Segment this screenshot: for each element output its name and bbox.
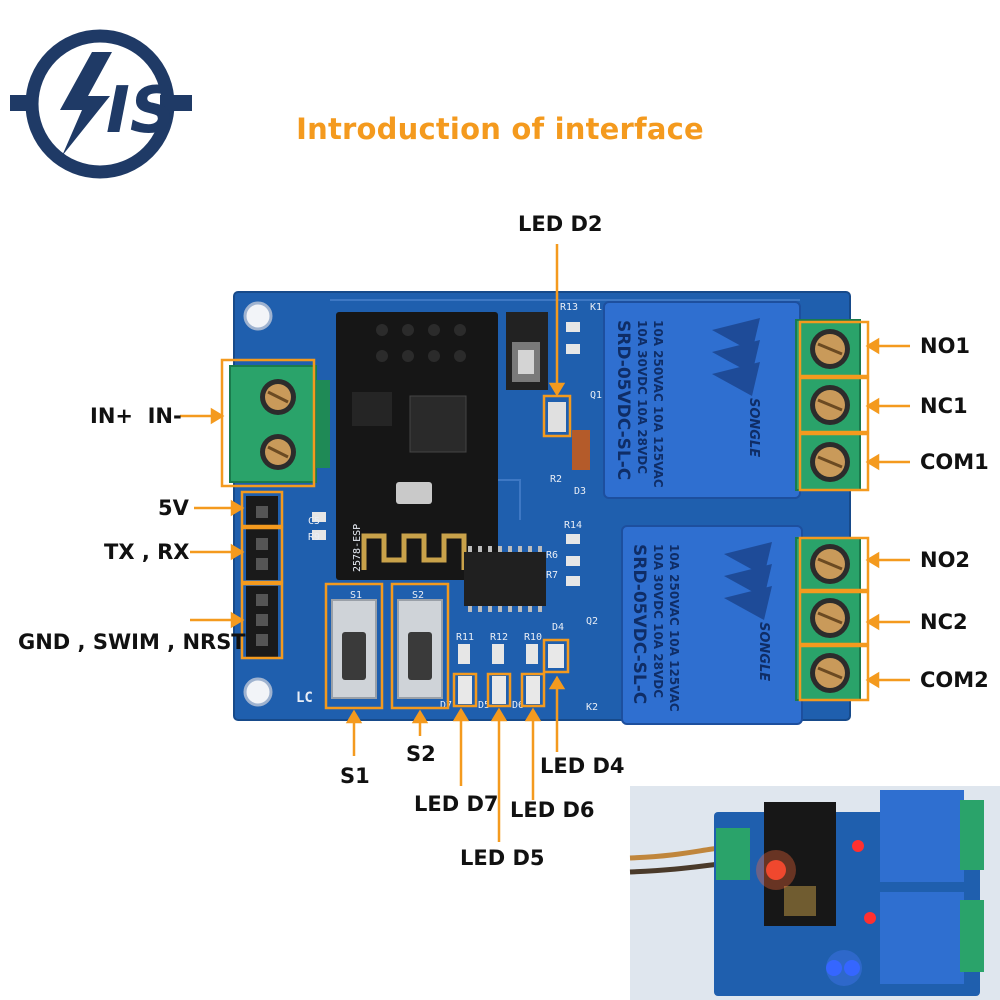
- silk-k2: K2: [586, 702, 598, 713]
- label-led-d6: LED D6: [510, 798, 595, 822]
- button-s2: [397, 599, 443, 699]
- label-tx-rx: TX , RX: [104, 540, 190, 564]
- led-d2: [548, 402, 566, 432]
- label-led-d2: LED D2: [518, 212, 603, 236]
- header-pins: [246, 496, 278, 658]
- silk-d3: D3: [574, 486, 586, 497]
- silk-s1: S1: [350, 590, 362, 601]
- silk-q2: Q2: [586, 616, 598, 627]
- silk-d7: D7: [440, 700, 452, 711]
- output-terminals: [795, 319, 861, 701]
- silk-r9: R9: [308, 532, 320, 543]
- label-no1: NO1: [920, 334, 971, 358]
- silk-r13: R13: [560, 302, 578, 313]
- silk-k1: K1: [590, 302, 602, 313]
- label-led-d7: LED D7: [414, 792, 499, 816]
- jumper-header: [506, 312, 548, 390]
- label-gnd-swim-nrst: GND , SWIM , NRST: [18, 630, 246, 654]
- esp-module: 2578-ESP: [336, 312, 498, 580]
- relay2-line1: 10A 250VAC 10A 125VAC: [667, 544, 681, 712]
- silk-r11: R11: [456, 632, 474, 643]
- label-5v: 5V: [158, 496, 189, 520]
- silk-r10: R10: [524, 632, 542, 643]
- silk-q1: Q1: [590, 390, 602, 401]
- relay1-model: SRD-05VDC-SL-C: [613, 320, 633, 480]
- relay1-line1: 10A 250VAC 10A 125VAC: [651, 320, 665, 488]
- silk-r6: R6: [546, 550, 558, 561]
- logo-letters: IS: [106, 74, 176, 148]
- silk-r7: R7: [546, 570, 558, 581]
- relay2-line2: 10A 30VDC 10A 28VDC: [651, 544, 665, 698]
- label-in-terminals: IN+ IN-: [90, 404, 182, 428]
- mount-hole: [243, 677, 273, 707]
- silk-d6: D6: [512, 700, 524, 711]
- led-d7: [458, 676, 472, 704]
- button-s1: [331, 599, 377, 699]
- silk-r12: R12: [490, 632, 508, 643]
- relay2-brand: SONGLE: [756, 622, 771, 681]
- input-terminal: [229, 365, 330, 483]
- controller-chip: [464, 546, 546, 612]
- silk-c5: C5: [308, 516, 320, 527]
- led-d6: [526, 676, 540, 704]
- logo-icon: IS: [10, 29, 192, 179]
- label-s2: S2: [406, 742, 436, 766]
- module-label: 2578-ESP: [352, 524, 363, 572]
- page-title: Introduction of interface: [296, 112, 704, 146]
- relay1-brand: SONGLE: [746, 398, 761, 457]
- silk-r14: R14: [564, 520, 582, 531]
- relay1-line2: 10A 30VDC 10A 28VDC: [635, 320, 649, 474]
- silk-r2: R2: [550, 474, 562, 485]
- relay2-model: SRD-05VDC-SL-C: [629, 544, 649, 704]
- led-d4: [548, 644, 564, 668]
- silk-d5: D5: [478, 700, 490, 711]
- label-nc2: NC2: [920, 610, 968, 634]
- label-led-d5: LED D5: [460, 846, 545, 870]
- label-com1: COM1: [920, 450, 989, 474]
- diode-d3: [572, 430, 590, 470]
- silk-d4: D4: [552, 622, 564, 633]
- silk-s2: S2: [412, 590, 424, 601]
- led-d5: [492, 676, 506, 704]
- label-nc1: NC1: [920, 394, 968, 418]
- label-no2: NO2: [920, 548, 971, 572]
- callout-arrows: [180, 244, 910, 842]
- relay-2: 10A 250VAC 10A 125VAC 10A 30VDC 10A 28VD…: [621, 525, 803, 725]
- label-com2: COM2: [920, 668, 989, 692]
- label-led-d4: LED D4: [540, 754, 625, 778]
- label-s1: S1: [340, 764, 370, 788]
- relay-1: 10A 250VAC 10A 125VAC 10A 30VDC 10A 28VD…: [603, 301, 801, 499]
- smd-parts: [312, 322, 580, 664]
- silk-lc: LC: [296, 690, 313, 706]
- mount-hole: [243, 301, 273, 331]
